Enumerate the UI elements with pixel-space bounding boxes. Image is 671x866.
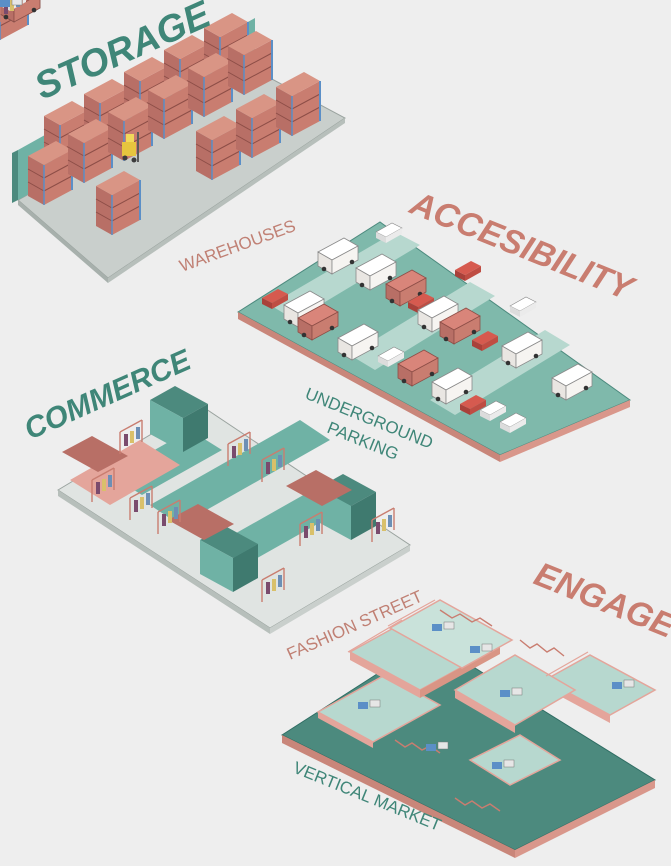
accessibility-block — [0, 0, 632, 462]
engage-title: ENGAGE — [529, 555, 671, 646]
storage-subtitle: WAREHOUSES — [177, 216, 298, 276]
commerce-block — [0, 0, 411, 634]
storage-block — [0, 0, 346, 283]
market-platform-icon — [0, 0, 657, 812]
clothing-rack-icon — [0, 0, 395, 603]
forklift-icon — [122, 132, 139, 163]
engage-block — [0, 0, 657, 858]
warehouse-floor-edge — [18, 200, 108, 283]
